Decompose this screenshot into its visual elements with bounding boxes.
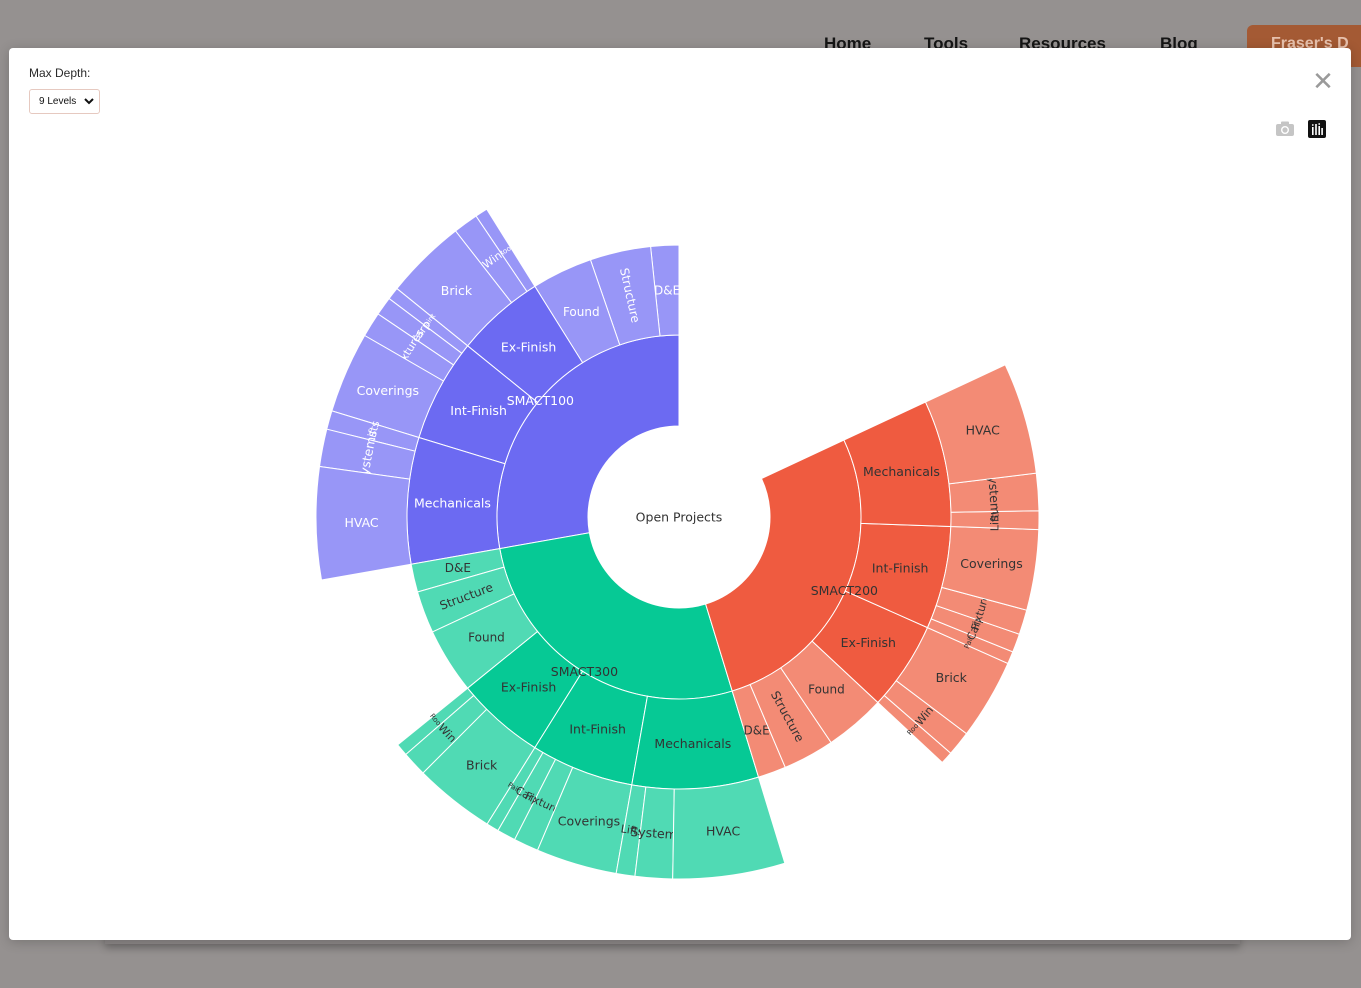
phase-label-smact100-mechanicals: Mechanicals <box>414 496 491 511</box>
task-smact300-mechanicals-hvac[interactable] <box>672 776 786 880</box>
phase-label-smact200-int-finish: Int-Finish <box>872 561 929 576</box>
phase-label-smact300-mechanicals: Mechanicals <box>654 736 731 751</box>
phase-label-smact100-found: Found <box>563 305 600 319</box>
task-label-smact100-mechanicals-lifts: Lifts <box>364 419 383 445</box>
sunburst-chart: D&EStructureFoundEx-FinishRoofWinBrickIn… <box>315 208 1040 880</box>
phase-label-smact200-dande: D&E <box>744 723 770 737</box>
task-label-smact300-ex-finish-brick: Brick <box>466 758 498 773</box>
task-label-smact200-mechanicals-hvac: HVAC <box>966 422 1000 437</box>
task-label-smact300-mechanicals-lifts: Lifts <box>620 822 645 838</box>
phase-label-smact200-mechanicals: Mechanicals <box>863 464 940 479</box>
chevron-down-icon <box>84 98 94 105</box>
task-label-smact100-ex-finish-brick: Brick <box>441 283 473 298</box>
task-label-smact300-int-finish-coverings: Coverings <box>558 813 620 828</box>
phase-label-smact100-dande: D&E <box>654 283 680 297</box>
phase-label-smact300-dande: D&E <box>445 561 471 575</box>
task-label-smact100-int-finish-coverings: Coverings <box>357 383 419 398</box>
max-depth-select-value: 9 Levels <box>39 96 77 107</box>
task-label-smact300-mechanicals-hvac: HVAC <box>706 823 740 838</box>
task-label-smact200-mechanicals-systems: Systems <box>985 468 1004 522</box>
project-label-smact300: SMACT300 <box>551 664 618 679</box>
site-navbar: Home Tools Resources Blog Fraser's D <box>0 0 1361 67</box>
project-label-smact200: SMACT200 <box>811 583 878 598</box>
phase-label-smact300-found: Found <box>468 630 505 644</box>
task-label-smact200-mechanicals-lifts: Lifts <box>988 508 1001 531</box>
task-label-smact200-int-finish-coverings: Coverings <box>960 556 1022 571</box>
phase-label-smact100-int-finish: Int-Finish <box>450 403 507 418</box>
project-label-smact100: SMACT100 <box>507 393 574 408</box>
phase-label-smact300-int-finish: Int-Finish <box>569 721 626 736</box>
close-icon[interactable]: ✕ <box>1312 67 1334 97</box>
task-smact100-mechanicals-hvac[interactable] <box>315 465 412 581</box>
phase-label-smact100-ex-finish: Ex-Finish <box>501 339 556 354</box>
camera-icon[interactable] <box>1275 120 1295 138</box>
root-label: Open Projects <box>636 510 723 525</box>
task-smact200-mechanicals-hvac[interactable] <box>924 364 1037 485</box>
max-depth-select[interactable]: 9 Levels <box>29 89 100 114</box>
task-label-smact300-mechanicals-systems: Systems <box>630 824 684 843</box>
phase-label-smact200-ex-finish: Ex-Finish <box>841 635 896 650</box>
plotly-logo-icon[interactable] <box>1308 120 1326 138</box>
phase-label-smact300-ex-finish: Ex-Finish <box>501 680 556 695</box>
task-label-smact200-ex-finish-brick: Brick <box>936 670 968 685</box>
task-label-smact100-mechanicals-hvac: HVAC <box>344 515 378 530</box>
max-depth-label: Max Depth: <box>29 66 91 80</box>
phase-label-smact200-found: Found <box>808 683 845 697</box>
